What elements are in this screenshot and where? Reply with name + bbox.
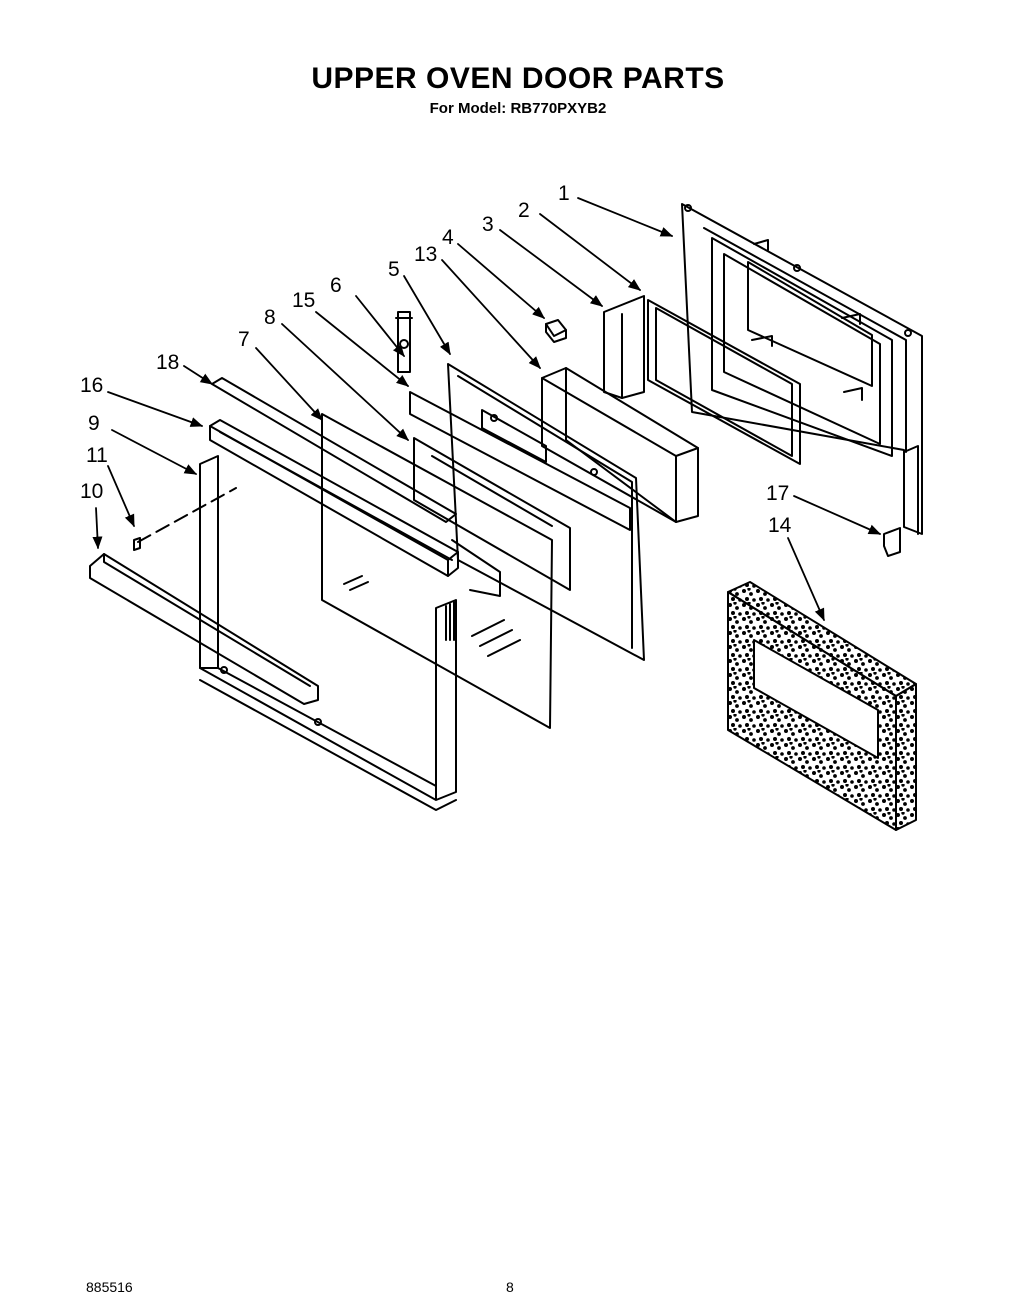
- leader-lines: [92, 197, 882, 622]
- document-number: 885516: [86, 1279, 133, 1295]
- callout-10: 10: [80, 480, 103, 503]
- callout-8: 8: [264, 306, 276, 329]
- bumper: [883, 527, 901, 557]
- callout-1: 1: [558, 182, 570, 205]
- insulation-channel: [603, 295, 645, 399]
- outer-door-frame: [199, 455, 457, 811]
- outer-glass: [321, 413, 553, 729]
- callout-4: 4: [442, 226, 454, 249]
- clip: [545, 319, 567, 343]
- callout-5: 5: [388, 258, 400, 281]
- callout-9: 9: [88, 412, 100, 435]
- door-latch: [395, 311, 413, 373]
- alignment-dash-line: [137, 487, 237, 543]
- callout-18: 18: [156, 351, 179, 374]
- door-gasket: [647, 299, 801, 465]
- top-bracket: [211, 377, 457, 523]
- inner-glass: [413, 437, 571, 591]
- insulation-block: [727, 581, 917, 831]
- callout-13: 13: [414, 243, 437, 266]
- callout-16: 16: [80, 374, 103, 397]
- callout-17: 17: [766, 482, 789, 505]
- heat-shield-strip: [409, 391, 631, 531]
- callout-11: 11: [86, 444, 108, 467]
- model-subtitle: For Model: RB770PXYB2: [429, 100, 607, 117]
- callout-2: 2: [518, 199, 530, 222]
- callout-labels: 1 2 3 4 13 5 6 15 8 7 18 16 9 11 10 17 1…: [80, 182, 792, 537]
- top-trim: [209, 419, 501, 597]
- callout-7: 7: [238, 328, 250, 351]
- screw: [133, 537, 141, 551]
- callout-15: 15: [292, 289, 315, 312]
- inner-frame-box: [541, 367, 699, 523]
- door-handle: [89, 553, 319, 705]
- page-number: 8: [506, 1279, 514, 1295]
- page-title: UPPER OVEN DOOR PARTS: [311, 62, 725, 95]
- callout-3: 3: [482, 213, 494, 236]
- inner-door-panel: [681, 203, 923, 535]
- glass-pack-frame: [447, 363, 645, 661]
- callout-14: 14: [768, 514, 792, 537]
- callout-6: 6: [330, 274, 342, 297]
